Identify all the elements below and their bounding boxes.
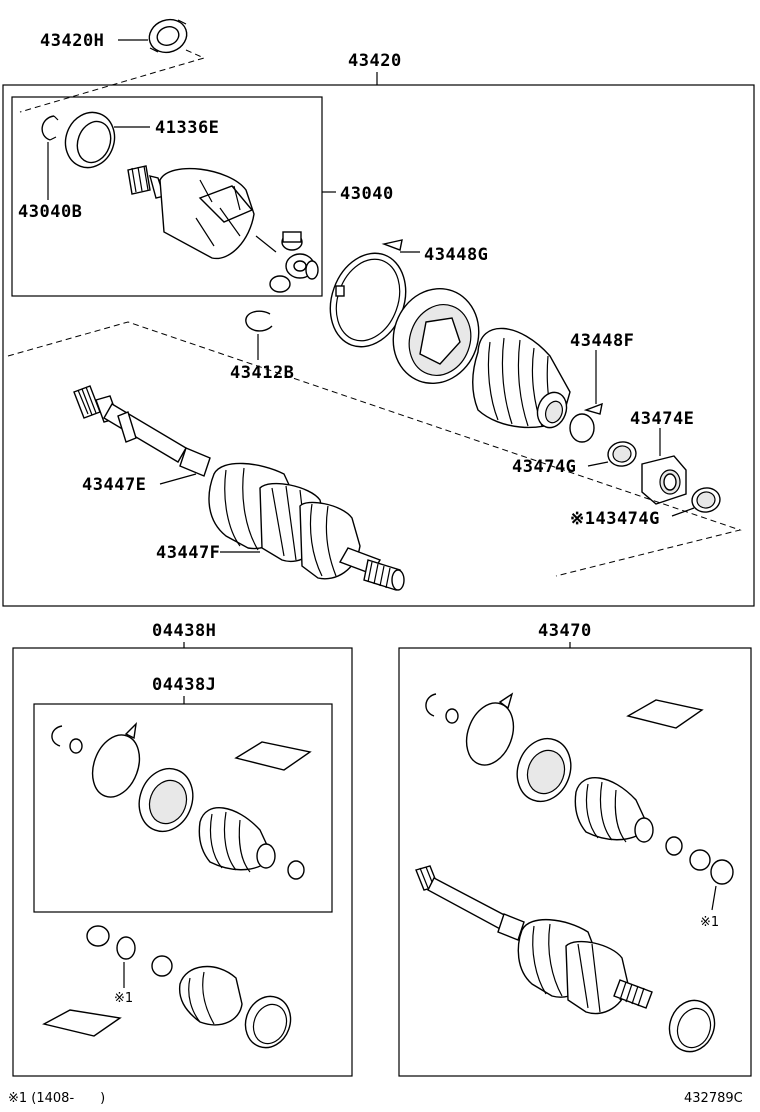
label-43474g-a: 43474G [512,457,576,477]
label-41336e: 41336E [155,118,219,138]
label-43470: 43470 [538,621,592,641]
label-43412b: 43412B [230,363,294,383]
joint-housing [127,165,255,260]
kit-04438h-frame [12,647,353,1077]
kit-04438h-parts [42,925,292,1049]
label-43474g-b: ※143474G [570,509,660,529]
label-04438h: 04438H [152,621,216,641]
boot-bellows [472,327,571,429]
boot-inner-ring [392,287,480,385]
label-43474e: 43474E [630,409,694,429]
label-43447f: 43447F [156,543,220,563]
label-43420: 43420 [348,51,402,71]
label-43448f: 43448F [570,331,634,351]
label-43447e: 43447E [82,475,146,495]
damper-43474e [641,455,687,505]
label-04438j: 04438J [152,675,216,695]
tripod-spider [255,231,319,293]
seal-41336e [64,111,116,169]
drive-shaft [73,385,211,477]
assembly-43040-frame [11,96,323,297]
label-43448g: 43448G [424,245,488,265]
assembly-43470-parts [415,692,734,1053]
diagram-code: 432789C [684,1091,743,1106]
label-43420h: 43420H [40,31,104,51]
assembly-43420-frame [2,84,755,607]
clamp-ring-43474g-b [691,487,721,513]
cv-joint [208,462,405,591]
footer-note: ※1 (1408- ) [8,1091,105,1106]
clamp-ring-43474g-a [607,441,637,467]
label-43040b: 43040B [18,202,82,222]
snap-ring-43040b [41,115,59,141]
assembly-43470-frame [398,647,752,1077]
oil-seal-43420h [148,18,188,54]
snap-ring-43412b [245,310,273,332]
kit-04438j-frame [33,703,333,913]
clamp-43448f [569,402,603,443]
note-mark-right: ※1 [700,915,719,930]
note-mark-left: ※1 [114,991,133,1006]
kit-04438j-parts [51,722,312,880]
label-43040: 43040 [340,184,394,204]
